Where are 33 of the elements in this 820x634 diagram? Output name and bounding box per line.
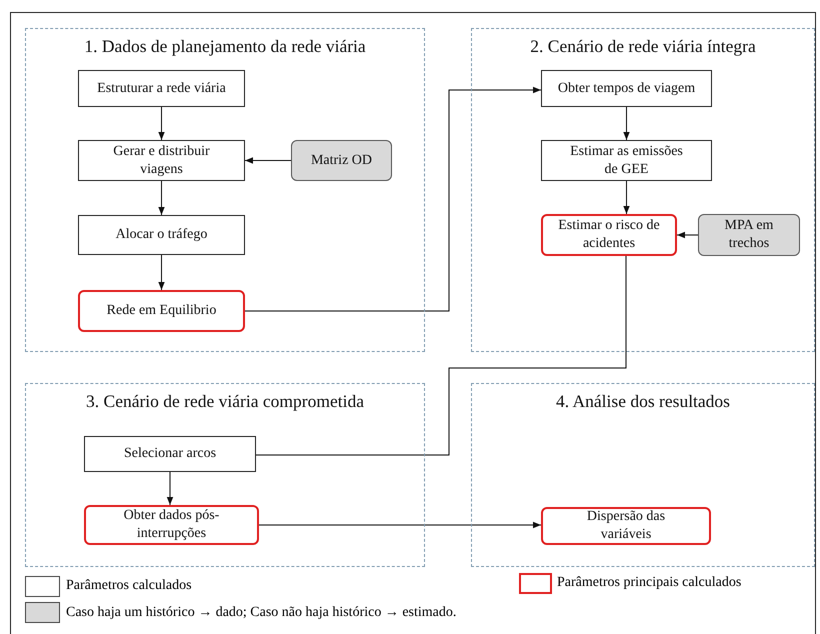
connector-arrow [158,180,165,216]
group-heading: 3. Cenário de rede viária comprometida [85,392,365,410]
process-box: Estimar as emissões de GEE [541,140,712,181]
legend-label: Parâmetros calculados [66,578,192,594]
connector-arrow [244,157,292,164]
connector-arrow [166,472,174,506]
highlighted-process-box: Dispersão das variáveis [541,507,711,545]
dashed-group-panel [471,383,815,567]
dashed-group-panel [25,383,425,567]
group-heading: 1. Dados de planejamento da rede viária [83,37,367,55]
connector-arrow [258,522,542,528]
process-box: Alocar o tráfego [78,215,245,255]
process-box: Gerar e distribuir viagens [78,140,245,181]
connector-arrow [244,86,542,312]
highlighted-process-box: Estimar o risco de acidentes [541,214,677,256]
connector-arrow [158,254,165,290]
dashed-group-panel [25,28,425,352]
legend-label: Caso haja um histórico → dado; Caso não haja histórico → estimado. [66,605,456,621]
input-data-box: Matriz OD [291,140,392,181]
connector-arrow [676,232,698,238]
group-heading: 4. Análise dos resultados [554,392,731,410]
legend-label: Parâmetros principais calculados [557,575,742,591]
group-heading: 2. Cenário de rede viária íntegra [529,37,757,55]
highlighted-process-box: Rede em Equilibrio [78,290,245,332]
connector-arrow [158,106,165,140]
process-box: Obter tempos de viagem [541,70,712,107]
dashed-group-panel [471,28,815,352]
connector-arrow [623,180,630,214]
input-data-box: MPA em trechos [698,214,800,256]
highlighted-process-box: Obter dados pós- interrupções [84,505,259,545]
process-box: Selecionar arcos [84,436,256,472]
process-box: Estruturar a rede viária [78,70,245,107]
connector-arrow [623,106,630,140]
